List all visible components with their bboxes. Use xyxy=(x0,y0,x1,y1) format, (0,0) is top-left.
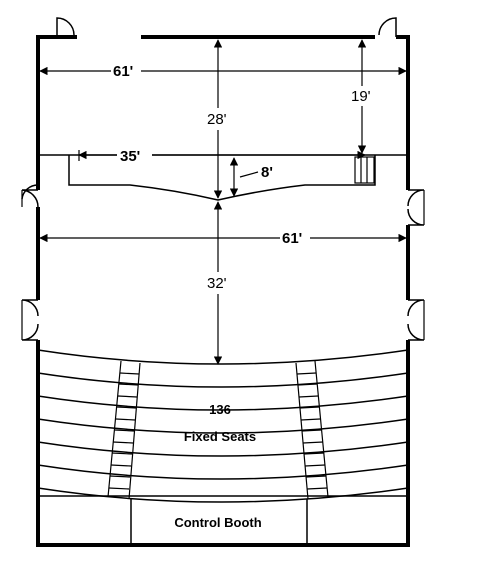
dimension-center-28: 28' xyxy=(204,39,234,199)
fixed-seats-label: Fixed Seats xyxy=(184,429,256,444)
seating-rows xyxy=(37,349,409,503)
dimension-width-top: 61' xyxy=(39,61,407,80)
stage-steps xyxy=(354,156,375,184)
dimension-stage-35: 35' xyxy=(78,146,366,165)
open-depth-label: 32' xyxy=(207,275,227,292)
door-right-upper xyxy=(407,189,425,226)
stage-to-wall-label: 19' xyxy=(351,88,371,105)
door-top-left xyxy=(56,17,75,38)
dimension-front-19: 19' xyxy=(348,39,376,154)
door-right-lower xyxy=(407,299,425,341)
door-left-lower xyxy=(21,299,39,341)
control-booth: Control Booth xyxy=(38,495,408,545)
left-aisle-steps xyxy=(107,360,141,500)
dimension-open-32: 32' xyxy=(204,201,234,365)
door-top-right xyxy=(378,17,397,37)
dimension-width-mid: 61' xyxy=(39,228,407,247)
stage-outline xyxy=(38,154,408,201)
right-aisle-steps xyxy=(295,360,329,500)
width-top-label: 61' xyxy=(113,63,133,80)
seat-count-label: 136 xyxy=(209,402,231,417)
apron-depth-label: 8' xyxy=(261,164,273,181)
control-booth-label: Control Booth xyxy=(174,515,261,530)
outer-walls xyxy=(36,35,410,547)
width-mid-label: 61' xyxy=(282,230,302,247)
stage-width-label: 35' xyxy=(120,148,140,165)
door-left-upper xyxy=(21,184,39,208)
dimension-apron-8: 8' xyxy=(229,157,273,197)
center-depth-label: 28' xyxy=(207,111,227,128)
